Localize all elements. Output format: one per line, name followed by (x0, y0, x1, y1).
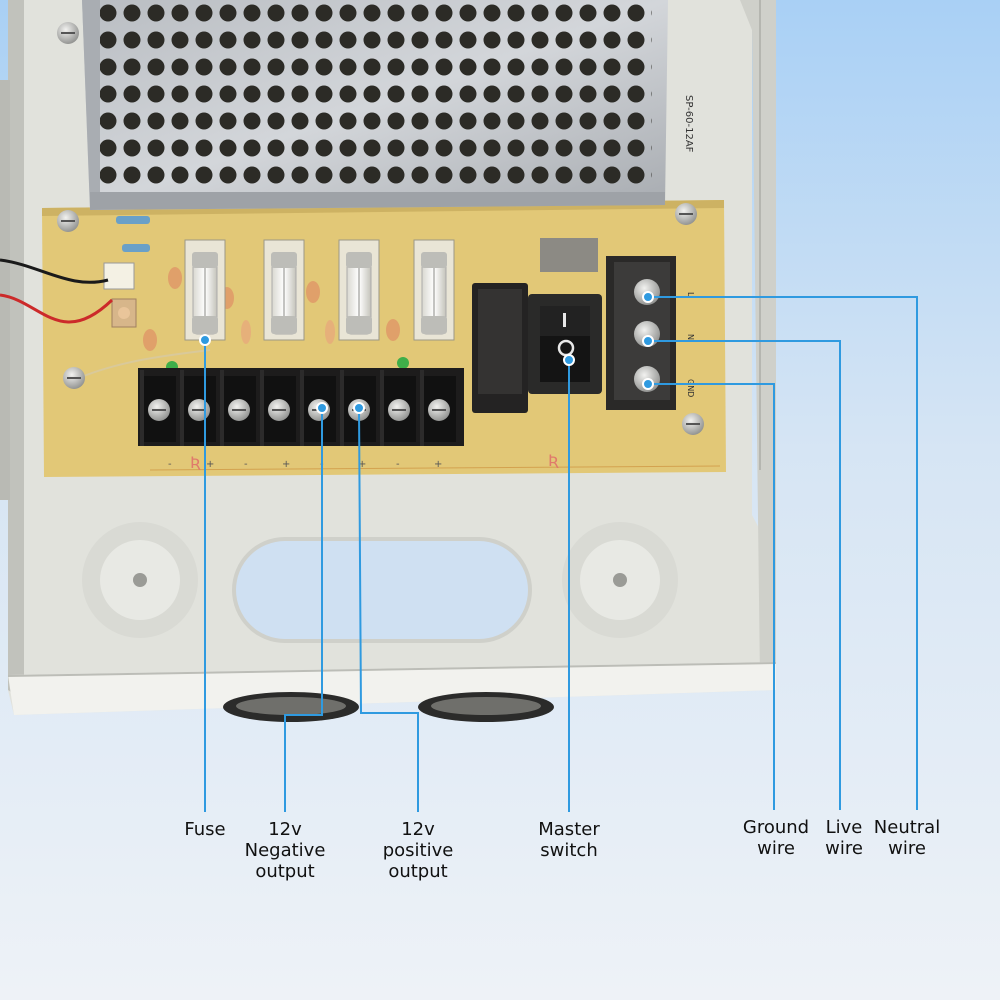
fuse (338, 239, 380, 341)
callout-dots (199, 291, 654, 414)
label-line: Master (538, 819, 600, 840)
fuse-label: Fuse (175, 819, 235, 840)
psu-model-marking: SP-60-12AF (683, 95, 694, 153)
polarity-mark: + (434, 459, 442, 470)
relay-component (472, 283, 528, 413)
svg-text:Ʀ: Ʀ (190, 453, 201, 472)
polarity-mark: + (358, 459, 366, 470)
master-switch (528, 294, 602, 394)
live-wire-dot (642, 335, 654, 347)
mains-terminal-mark: GND (686, 379, 695, 397)
positive-output-callout-line (358, 407, 419, 812)
label-line: Negative (244, 840, 326, 861)
fuse (184, 239, 226, 341)
label-line: switch (540, 840, 598, 861)
polarity-mark: - (168, 459, 172, 470)
mains-terminal-mark: L (686, 292, 695, 297)
negative-output-callout-line (284, 408, 323, 812)
psu-mesh-cover (82, 0, 668, 210)
fuse-holders (184, 239, 455, 341)
polarity-mark: - (244, 459, 248, 470)
master-switch-dot (563, 354, 575, 366)
polarity-mark: - (396, 459, 400, 470)
output-terminal (140, 370, 176, 446)
output-terminal (180, 370, 216, 446)
mains-terminal-markings: L N GND (686, 292, 695, 397)
neutral-wire-dot (642, 291, 654, 303)
label-line: wire (888, 838, 926, 859)
fuse (413, 239, 455, 341)
label-line: wire (757, 838, 795, 859)
polarity-mark: + (206, 459, 214, 470)
output-terminal (420, 370, 456, 446)
board-screws (57, 22, 704, 435)
callout-lines (204, 296, 918, 812)
output-terminal (260, 370, 296, 446)
fuse-dot (199, 334, 211, 346)
label-line: Fuse (184, 819, 226, 840)
output-terminal (380, 370, 416, 446)
label-line: wire (825, 838, 863, 859)
neutral-wire-callout-line (650, 296, 918, 810)
mains-terminal-mark: N (686, 334, 695, 340)
polarity-mark: + (282, 459, 290, 470)
fuse (263, 239, 305, 341)
label-line: output (388, 861, 448, 882)
svg-text:Ʀ: Ʀ (548, 451, 559, 470)
label-line: positive (382, 840, 454, 861)
label-line: Neutral (873, 817, 941, 838)
negative-output-dot (316, 402, 328, 414)
label-line: output (255, 861, 315, 882)
label-line: 12v (401, 819, 435, 840)
ground-wire-dot (642, 378, 654, 390)
output-terminal (220, 370, 256, 446)
ground-wire-callout-line (650, 383, 775, 810)
label-line: Live (825, 817, 863, 838)
label-line: 12v (268, 819, 302, 840)
live-wire-callout-line (650, 340, 841, 810)
label-line: Ground (742, 817, 810, 838)
positive-output-dot (353, 402, 365, 414)
